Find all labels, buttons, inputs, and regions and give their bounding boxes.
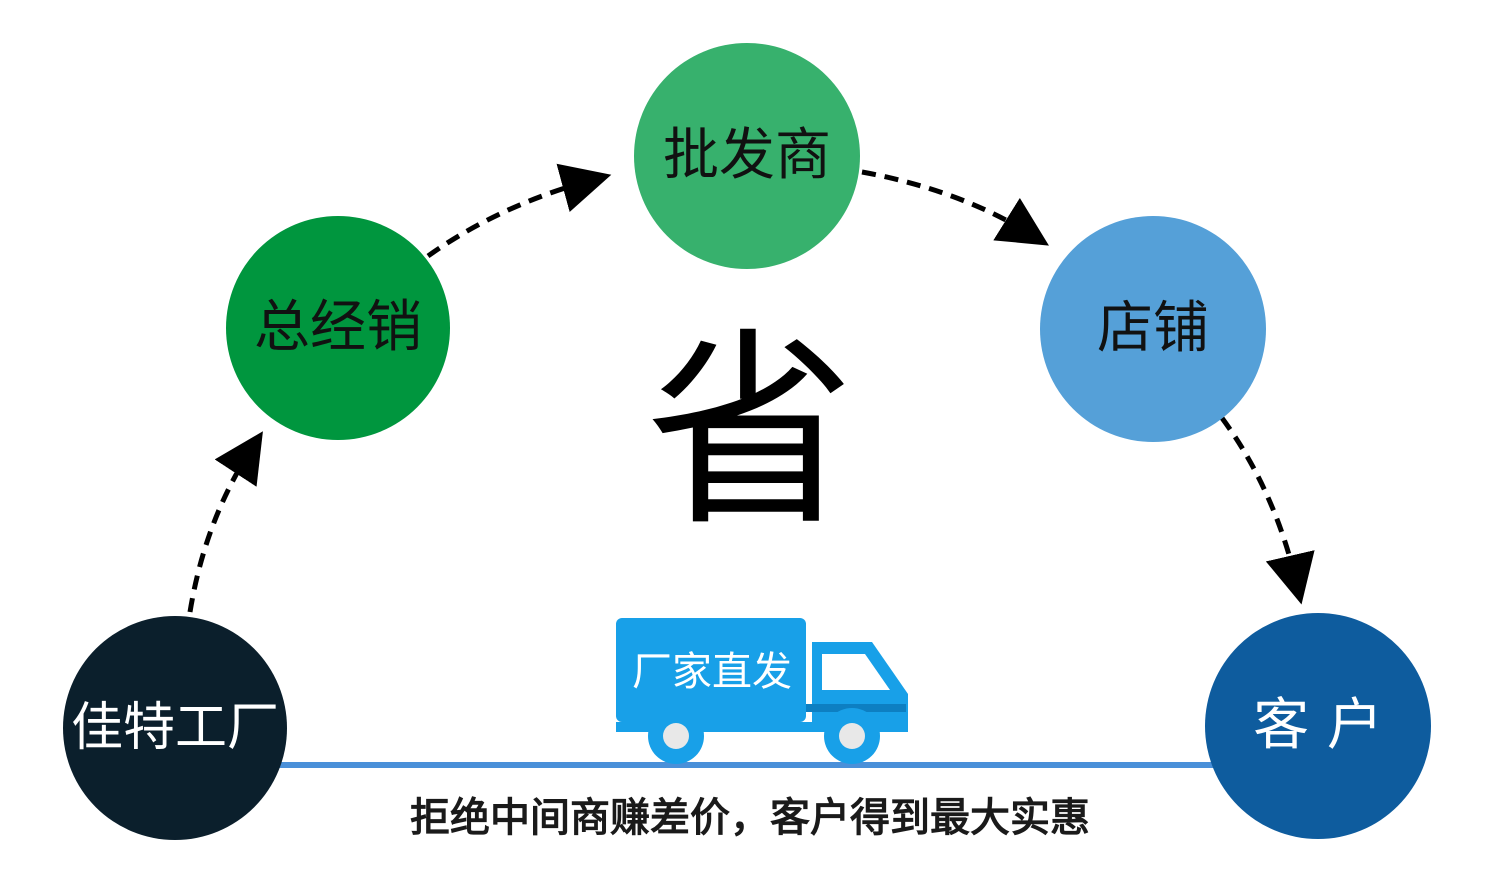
arrow-store-to-customer xyxy=(1219,416,1315,605)
store-label: 店铺 xyxy=(1097,296,1209,361)
wholesaler-node: 批发商 xyxy=(634,43,860,269)
factory-node: 佳特工厂 xyxy=(63,616,287,840)
truck-label: 厂家直发 xyxy=(632,649,792,695)
distributor-label: 总经销 xyxy=(254,295,422,360)
distributor-node: 总经销 xyxy=(226,216,450,440)
arrow-wholesaler-to-store xyxy=(861,169,1049,246)
factory-label: 佳特工厂 xyxy=(70,698,279,758)
ground-line xyxy=(270,762,1215,768)
arrow-distributor-to-wholesaler xyxy=(426,163,612,259)
customer-label: 客 户 xyxy=(1253,693,1383,758)
arrow-factory-to-distributor xyxy=(187,431,263,613)
wholesaler-label: 批发商 xyxy=(663,123,831,188)
customer-node: 客 户 xyxy=(1205,613,1431,839)
truck-icon xyxy=(616,618,908,764)
save-character: 省 xyxy=(644,310,855,555)
store-node: 店铺 xyxy=(1040,216,1266,442)
slogan-text: 拒绝中间商赚差价，客户得到最大实惠 xyxy=(410,795,1090,841)
